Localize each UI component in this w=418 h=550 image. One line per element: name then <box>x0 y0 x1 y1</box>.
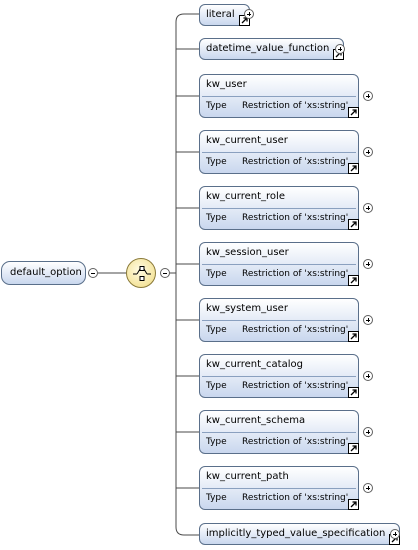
expand-icon[interactable] <box>244 9 254 19</box>
expand-icon[interactable] <box>390 529 400 539</box>
type-label: Type <box>206 325 227 335</box>
type-label: Type <box>206 101 227 111</box>
type-label: Type <box>206 437 227 447</box>
type-label: Type <box>206 213 227 223</box>
element-label: kw_system_user <box>206 303 288 314</box>
element-label: datetime_value_function <box>206 43 330 54</box>
element-kw-current-schema[interactable]: kw_current_schema Type Restriction of 'xs… <box>199 410 359 454</box>
element-literal[interactable]: literal <box>199 4 250 26</box>
element-kw-system-user[interactable]: kw_system_user Type Restriction of 'xs:st… <box>199 298 359 342</box>
reference-arrow-icon <box>348 443 359 454</box>
expand-icon[interactable] <box>363 259 373 269</box>
reference-arrow-icon <box>348 499 359 510</box>
element-label: kw_current_role <box>206 191 285 202</box>
type-value: Restriction of 'xs:string' <box>242 269 349 279</box>
element-kw-current-path[interactable]: kw_current_path Type Restriction of 'xs:s… <box>199 466 359 510</box>
element-label: implicitly_typed_value_specification <box>206 528 386 539</box>
reference-arrow-icon <box>348 219 359 230</box>
expand-icon[interactable] <box>335 44 345 54</box>
element-kw-user[interactable]: kw_user Type Restriction of 'xs:string' <box>199 74 359 118</box>
element-label: literal <box>206 9 235 20</box>
expand-icon[interactable] <box>363 427 373 437</box>
type-label: Type <box>206 269 227 279</box>
element-kw-current-user[interactable]: kw_current_user Type Restriction of 'xs:s… <box>199 130 359 174</box>
element-implicitly-typed-value-specification[interactable]: implicitly_typed_value_specification <box>199 523 401 545</box>
reference-arrow-icon <box>348 331 359 342</box>
reference-arrow-icon <box>348 107 359 118</box>
expand-icon[interactable] <box>363 371 373 381</box>
type-value: Restriction of 'xs:string' <box>242 157 349 167</box>
element-datetime-value-function[interactable]: datetime_value_function <box>199 38 345 60</box>
element-label: kw_current_schema <box>206 415 306 426</box>
reference-arrow-icon <box>348 387 359 398</box>
expand-icon[interactable] <box>363 315 373 325</box>
element-label: kw_user <box>206 79 247 90</box>
element-kw-current-role[interactable]: kw_current_role Type Restriction of 'xs:s… <box>199 186 359 230</box>
element-label: kw_current_catalog <box>206 359 303 370</box>
element-label: kw_session_user <box>206 247 289 258</box>
element-label: kw_current_user <box>206 135 288 146</box>
choice-collapse-icon[interactable] <box>160 268 170 278</box>
expand-icon[interactable] <box>363 483 373 493</box>
root-collapse-icon[interactable] <box>88 268 98 278</box>
reference-arrow-icon <box>348 163 359 174</box>
reference-arrow-icon <box>348 275 359 286</box>
type-value: Restriction of 'xs:string' <box>242 325 349 335</box>
type-label: Type <box>206 381 227 391</box>
element-kw-current-catalog[interactable]: kw_current_catalog Type Restriction of 'x… <box>199 354 359 398</box>
type-value: Restriction of 'xs:string' <box>242 213 349 223</box>
expand-icon[interactable] <box>363 91 373 101</box>
type-value: Restriction of 'xs:string' <box>242 437 349 447</box>
type-label: Type <box>206 493 227 503</box>
expand-icon[interactable] <box>363 203 373 213</box>
type-label: Type <box>206 157 227 167</box>
root-element-label: default_option <box>10 267 82 278</box>
element-kw-session-user[interactable]: kw_session_user Type Restriction of 'xs:s… <box>199 242 359 286</box>
root-element-default-option[interactable]: default_option <box>1 261 86 285</box>
choice-compositor-icon <box>126 258 156 288</box>
type-value: Restriction of 'xs:string' <box>242 381 349 391</box>
type-value: Restriction of 'xs:string' <box>242 101 349 111</box>
type-value: Restriction of 'xs:string' <box>242 493 349 503</box>
element-label: kw_current_path <box>206 471 289 482</box>
expand-icon[interactable] <box>363 147 373 157</box>
